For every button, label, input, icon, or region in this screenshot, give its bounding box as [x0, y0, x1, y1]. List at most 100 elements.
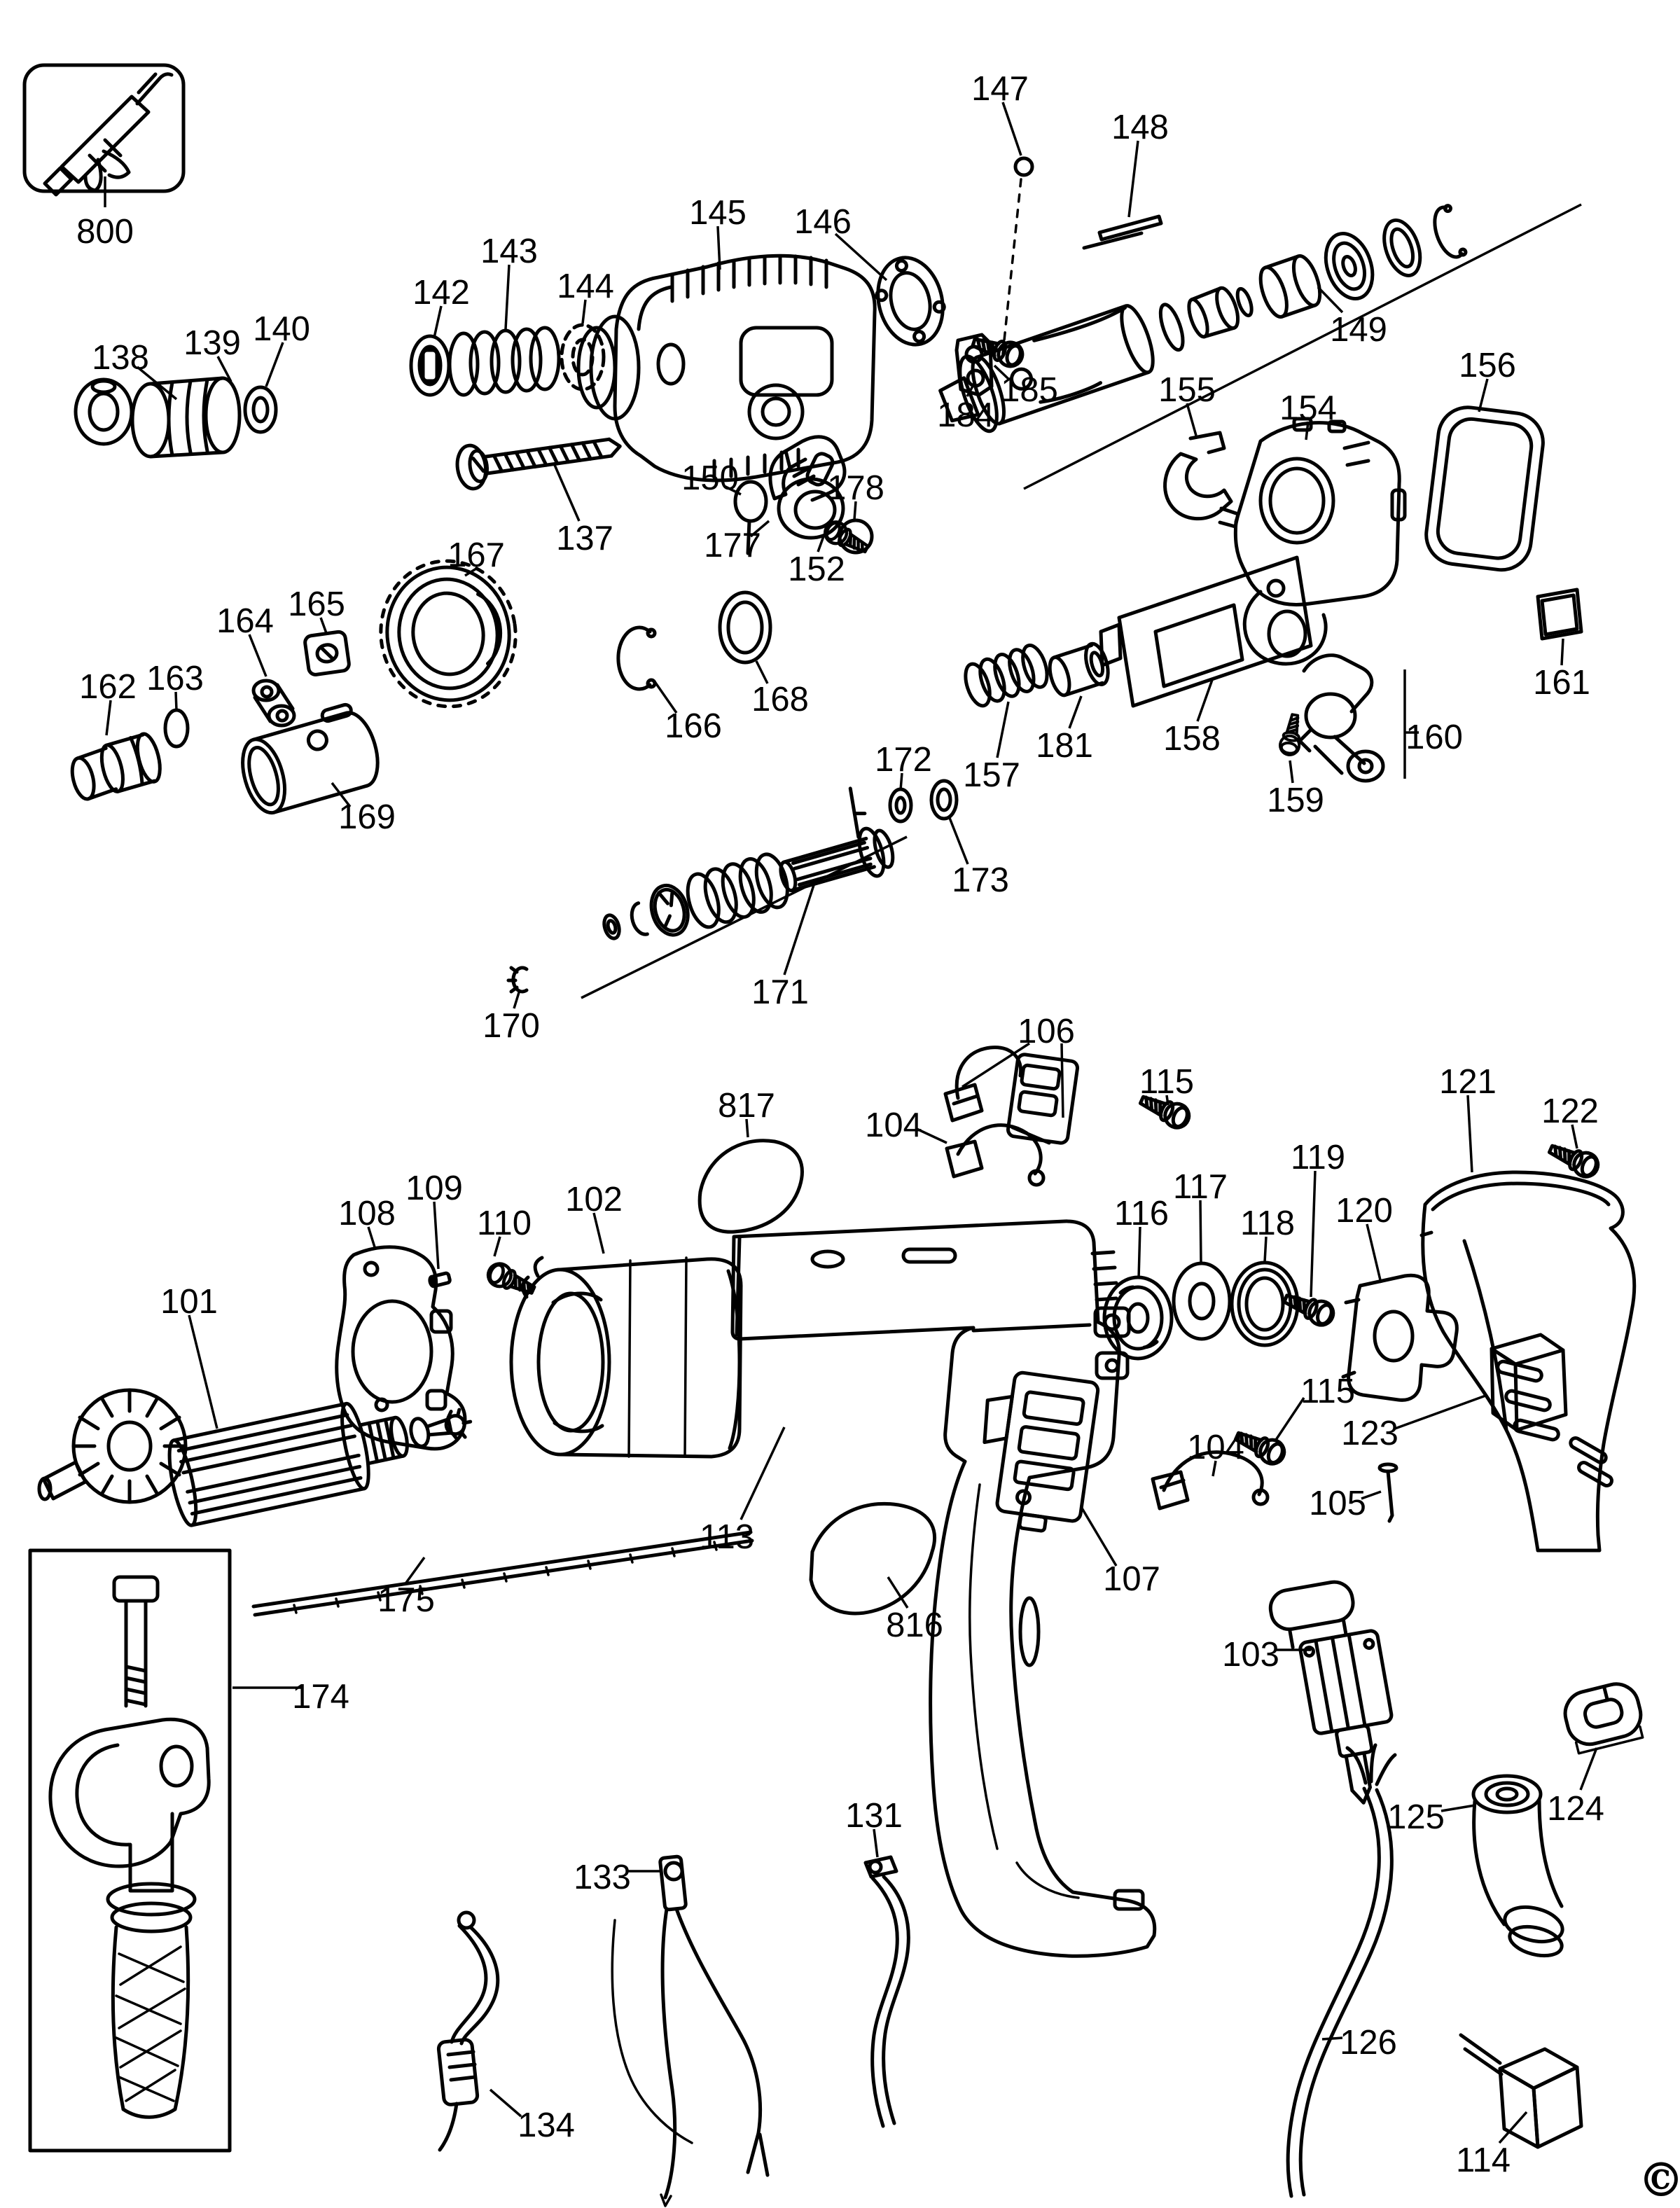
leader-line-110 [493, 1236, 501, 1257]
part-label-161: 161 [1533, 664, 1590, 702]
part-104a-lead-wire [945, 1123, 1046, 1187]
part-label-169: 169 [338, 798, 396, 836]
part-label-107: 107 [1103, 1560, 1160, 1598]
part-171-spindle-assembly [602, 786, 895, 940]
leader-line-165 [319, 617, 328, 634]
part-165-nut [303, 630, 351, 676]
part-label-162: 162 [79, 668, 137, 706]
part-145-gear-housing [576, 254, 877, 482]
leader-line-140 [265, 342, 284, 387]
leader-line-107 [1080, 1506, 1118, 1567]
part-175-rod [251, 1530, 754, 1617]
part-142-seal [409, 334, 451, 397]
part-label-158: 158 [1163, 720, 1221, 758]
part-184-bracket [954, 333, 994, 397]
leader-line-124 [1579, 1747, 1598, 1791]
leader-line-145 [716, 225, 721, 270]
part-125-cord-guard [1471, 1774, 1564, 1958]
leader-line-150 [723, 485, 742, 496]
leader-line-106 [962, 1042, 1030, 1088]
leader-line-175 [405, 1556, 426, 1584]
leader-line-114 [1498, 2111, 1528, 2144]
part-154-clamshell-housing [1233, 417, 1407, 666]
part-label-171: 171 [751, 973, 809, 1011]
leader-line-101 [188, 1314, 218, 1429]
inset-box-grease-gun [22, 63, 186, 197]
leader-line-154 [1305, 421, 1310, 440]
part-164-pin-block [251, 679, 296, 728]
part-label-133: 133 [574, 1859, 631, 1896]
part-label-137: 137 [556, 520, 613, 557]
part-label-104b: 104 [1187, 1429, 1244, 1466]
part-109-pin [428, 1271, 452, 1289]
part-label-138: 138 [92, 339, 149, 377]
part-label-159: 159 [1267, 782, 1324, 819]
part-label-118: 118 [1240, 1204, 1295, 1242]
part-116-bearing [1102, 1275, 1174, 1361]
part-label-152: 152 [788, 550, 845, 588]
leader-line-167 [464, 567, 477, 577]
leader-line-115a [1165, 1095, 1169, 1106]
leader-line-149 [1317, 286, 1344, 314]
leader-line-102 [592, 1212, 605, 1254]
leader-line-125 [1441, 1804, 1476, 1812]
part-label-181: 181 [1036, 727, 1093, 765]
part-label-117: 117 [1173, 1168, 1228, 1206]
leader-line-115b [1275, 1397, 1305, 1440]
part-138-cap [74, 377, 134, 446]
part-label-157: 157 [963, 756, 1020, 794]
part-101-armature [37, 1388, 473, 1527]
part-label-105: 105 [1309, 1485, 1366, 1522]
part-label-156: 156 [1459, 347, 1516, 384]
part-155-brush-clip [1163, 431, 1240, 529]
part-816-insulating-pad [809, 1501, 936, 1616]
part-label-177: 177 [704, 527, 761, 564]
part-label-144: 144 [557, 268, 614, 305]
part-124-cord-clamp [1563, 1682, 1644, 1755]
part-169-sleeve [241, 702, 380, 815]
part-104b-lead-wire [1151, 1450, 1270, 1511]
part-103-trigger-switch [1268, 1580, 1394, 1805]
part-label-146: 146 [794, 203, 852, 241]
part-150-detent [733, 480, 768, 555]
leader-line-185 [993, 364, 1011, 381]
part-160-lamp-assembly [1298, 653, 1385, 783]
part-158-selector-plate [1099, 555, 1313, 708]
part-168-ring [718, 590, 772, 665]
part-131-lead-wire [863, 1855, 910, 2128]
leader-line-157 [996, 701, 1010, 758]
part-label-184: 184 [937, 396, 994, 434]
part-133-wire-harness [611, 1854, 770, 2207]
leader-line-104a [916, 1127, 947, 1144]
part-label-816: 816 [886, 1606, 943, 1644]
leader-line-108 [367, 1226, 377, 1250]
part-108-baffle [335, 1245, 467, 1451]
part-label-800: 800 [76, 213, 134, 251]
leader-line-155 [1186, 403, 1197, 436]
part-label-131: 131 [845, 1797, 903, 1835]
part-label-106: 106 [1018, 1013, 1075, 1050]
part-label-178: 178 [827, 469, 884, 507]
part-178-ball [838, 518, 874, 555]
part-137-bolt [455, 437, 622, 491]
leader-line-106 [1060, 1043, 1064, 1118]
leader-line-117 [1199, 1200, 1202, 1264]
leader-line-121 [1466, 1095, 1473, 1173]
leader-line-138 [136, 366, 178, 401]
part-label-102: 102 [565, 1181, 623, 1218]
part-label-172: 172 [875, 741, 932, 779]
part-label-120: 120 [1335, 1192, 1393, 1230]
part-label-109: 109 [405, 1169, 463, 1207]
leader-line-144 [581, 299, 587, 324]
leader-line-131 [873, 1828, 879, 1858]
part-label-167: 167 [447, 536, 505, 574]
leader-line-134 [489, 2088, 522, 2118]
leader-line-159 [1289, 760, 1294, 784]
part-label-108: 108 [338, 1195, 396, 1233]
leader-line-137 [553, 464, 581, 522]
leader-line-146 [834, 232, 888, 282]
leader-line-162 [105, 700, 112, 736]
part-label-145: 145 [689, 194, 747, 232]
part-label-185: 185 [1001, 371, 1058, 409]
part-172-washer [888, 787, 913, 824]
